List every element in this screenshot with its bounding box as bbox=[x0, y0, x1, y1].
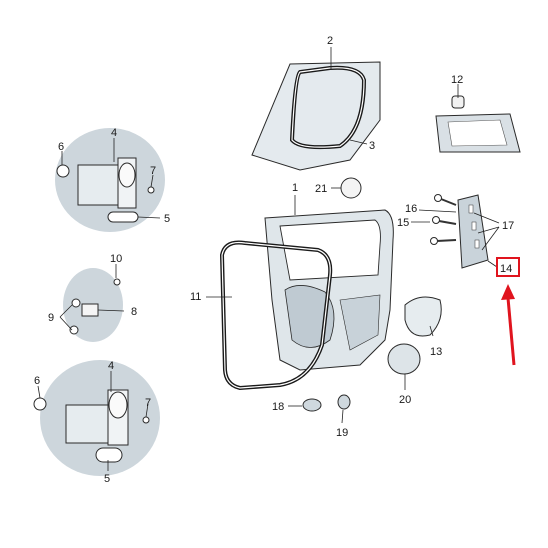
callout-4-lower: 4 bbox=[108, 360, 114, 372]
callout-4-upper: 4 bbox=[111, 127, 117, 139]
callout-7-lower: 7 bbox=[145, 397, 151, 409]
callout-7-upper: 7 bbox=[150, 165, 156, 177]
callout-16: 16 bbox=[405, 203, 417, 215]
callout-20: 20 bbox=[399, 394, 411, 406]
highlight-box-14 bbox=[496, 257, 520, 277]
callout-12: 12 bbox=[451, 74, 463, 86]
hinge-middle-detail bbox=[63, 268, 123, 342]
part-12-panel bbox=[435, 95, 521, 153]
callout-3: 3 bbox=[369, 140, 375, 152]
callout-5-lower: 5 bbox=[104, 473, 110, 485]
callout-21: 21 bbox=[315, 183, 327, 195]
part-21-cap bbox=[340, 177, 362, 199]
callout-18: 18 bbox=[272, 401, 284, 413]
hinge-lower-detail bbox=[33, 360, 160, 476]
callout-14: 14 bbox=[500, 263, 512, 275]
red-arrow-icon bbox=[501, 284, 516, 366]
callout-8: 8 bbox=[131, 306, 137, 318]
part-19-clip bbox=[337, 394, 351, 410]
callout-11: 11 bbox=[190, 291, 201, 303]
callout-9: 9 bbox=[48, 312, 54, 324]
part-13-flap bbox=[404, 296, 442, 337]
part-18-grommet bbox=[302, 398, 322, 412]
screws-15-16 bbox=[430, 194, 457, 245]
leader-lines bbox=[37, 47, 500, 471]
callout-15: 15 bbox=[397, 217, 409, 229]
callout-2: 2 bbox=[327, 35, 333, 47]
part-20-round-cap bbox=[387, 343, 421, 375]
callout-17: 17 bbox=[502, 220, 514, 232]
body-opening bbox=[251, 61, 381, 171]
callout-labels: 2 3 12 21 1 16 15 17 14 11 13 20 18 19 4… bbox=[34, 35, 514, 485]
callout-5-upper: 5 bbox=[164, 213, 170, 225]
callout-1: 1 bbox=[292, 182, 298, 194]
callout-6-upper: 6 bbox=[58, 141, 64, 153]
hinge-upper-detail bbox=[55, 128, 165, 232]
callout-6-lower: 6 bbox=[34, 375, 40, 387]
callout-10: 10 bbox=[110, 253, 122, 265]
callout-13: 13 bbox=[430, 346, 442, 358]
callout-19: 19 bbox=[336, 427, 348, 439]
part-14-bracket bbox=[457, 194, 489, 269]
